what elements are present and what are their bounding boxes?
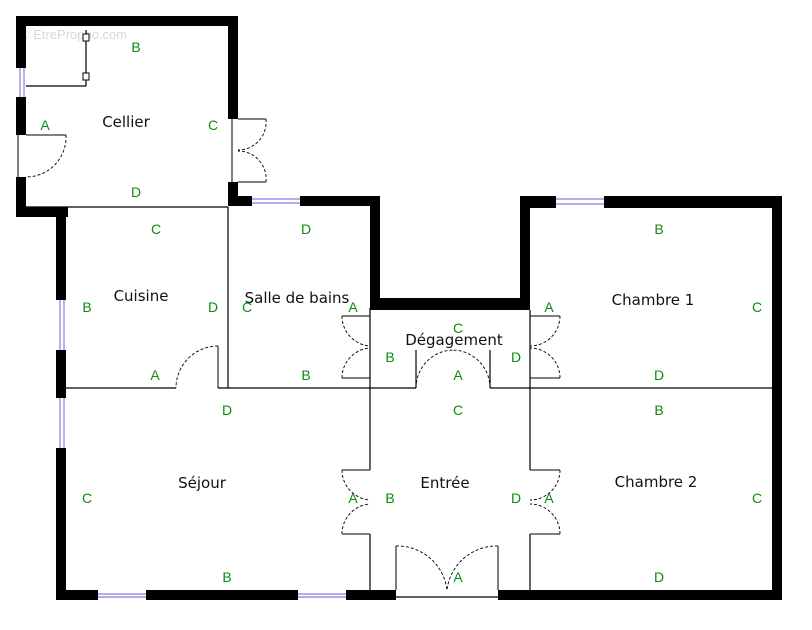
partitions xyxy=(26,206,772,590)
wall-label-degagement-right: D xyxy=(511,349,521,365)
wall-sdb-top-right xyxy=(300,196,380,206)
wall-label-sejour-bottom: B xyxy=(222,569,231,585)
wall-label-degagement-bottom: A xyxy=(453,367,463,383)
walls xyxy=(16,16,782,600)
wall-label-sdb-left: C xyxy=(242,299,252,315)
wall-label-chambre1-bottom: D xyxy=(654,367,664,383)
wall-label-sdb-top: D xyxy=(301,221,311,237)
room-label-chambre2: Chambre 2 xyxy=(615,473,698,491)
wall-label-sdb-right: A xyxy=(348,299,358,315)
wall-label-entree-bottom: A xyxy=(453,569,463,585)
wall-label-cellier-top: B xyxy=(131,39,140,55)
door-cellier-right xyxy=(231,118,267,183)
door-degagement xyxy=(415,349,491,389)
wall-cellier-right-lower xyxy=(228,182,238,204)
wall-label-chambre2-left: A xyxy=(544,490,554,506)
wall-cellier-bottom-left xyxy=(16,207,68,217)
wall-sejour-left xyxy=(56,448,66,600)
wall-bottom-3 xyxy=(346,590,396,600)
wall-cellier-left-lower xyxy=(16,177,26,217)
wall-cellier-left-mid xyxy=(16,97,26,135)
wall-cuisine-left-upper xyxy=(56,207,66,300)
room-label-entree: Entrée xyxy=(420,474,469,492)
wall-degagement-top xyxy=(370,298,530,310)
door-entree xyxy=(395,545,499,591)
doors xyxy=(17,118,561,591)
wall-label-cellier-bottom: D xyxy=(131,184,141,200)
door-cuisine xyxy=(175,345,219,389)
wall-label-sejour-right: A xyxy=(348,490,358,506)
door-cellier-left xyxy=(17,134,67,178)
wall-label-degagement-left: B xyxy=(385,349,394,365)
door-sdb xyxy=(341,315,371,379)
wall-label-cuisine-left: B xyxy=(82,299,91,315)
room-label-degagement: Dégagement xyxy=(405,331,503,349)
watermark: © EtreProprio.com xyxy=(20,27,127,42)
wall-label-chambre2-top: B xyxy=(654,402,663,418)
wall-label-entree-top: C xyxy=(453,402,463,418)
wall-bottom-4 xyxy=(498,590,782,600)
wall-cuisine-left-lower xyxy=(56,350,66,398)
room-label-cuisine: Cuisine xyxy=(114,287,169,305)
shelf-fixture xyxy=(26,30,90,87)
room-label-salle-de-bains: Salle de bains xyxy=(245,289,350,307)
wall-chambre1-left xyxy=(520,196,530,310)
windows xyxy=(19,68,604,598)
wall-sdb-top-left xyxy=(228,196,252,206)
wall-sdb-right xyxy=(370,196,380,308)
wall-label-cuisine-top: C xyxy=(151,221,161,237)
wall-cellier-left-upper xyxy=(16,16,26,68)
wall-label-cuisine-right: D xyxy=(208,299,218,315)
door-chambre2 xyxy=(529,469,561,535)
wall-label-chambre1-right: C xyxy=(752,299,762,315)
wall-label-cuisine-bottom: A xyxy=(150,367,160,383)
wall-letters: B A C D C B D A D C A B C B D A B A C D … xyxy=(40,39,762,585)
wall-label-sdb-bottom: B xyxy=(301,367,310,383)
wall-label-sejour-left: C xyxy=(82,490,92,506)
wall-label-chambre1-top: B xyxy=(654,221,663,237)
door-sejour xyxy=(341,469,371,535)
wall-label-cellier-right: C xyxy=(208,117,218,133)
room-label-cellier: Cellier xyxy=(102,113,150,131)
wall-bottom-2 xyxy=(146,590,298,600)
wall-label-entree-left: B xyxy=(385,490,394,506)
wall-label-chambre2-bottom: D xyxy=(654,569,664,585)
wall-label-sejour-top: D xyxy=(222,402,232,418)
wall-label-chambre1-left: A xyxy=(544,299,554,315)
room-label-sejour: Séjour xyxy=(178,474,227,492)
room-labels: Cellier Cuisine Salle de bains Dégagemen… xyxy=(102,113,697,492)
wall-label-chambre2-right: C xyxy=(752,490,762,506)
wall-chambre1-top-left xyxy=(520,196,556,208)
wall-bottom-1 xyxy=(56,590,98,600)
wall-chambre1-top-right xyxy=(604,196,782,208)
wall-label-entree-right: D xyxy=(511,490,521,506)
wall-cellier-top xyxy=(16,16,238,26)
door-chambre1 xyxy=(529,315,561,379)
wall-cellier-right-upper xyxy=(228,16,238,119)
room-label-chambre1: Chambre 1 xyxy=(612,291,695,309)
wall-right xyxy=(772,196,782,600)
wall-label-cellier-left: A xyxy=(40,117,50,133)
wall-label-degagement-top: C xyxy=(453,320,463,336)
